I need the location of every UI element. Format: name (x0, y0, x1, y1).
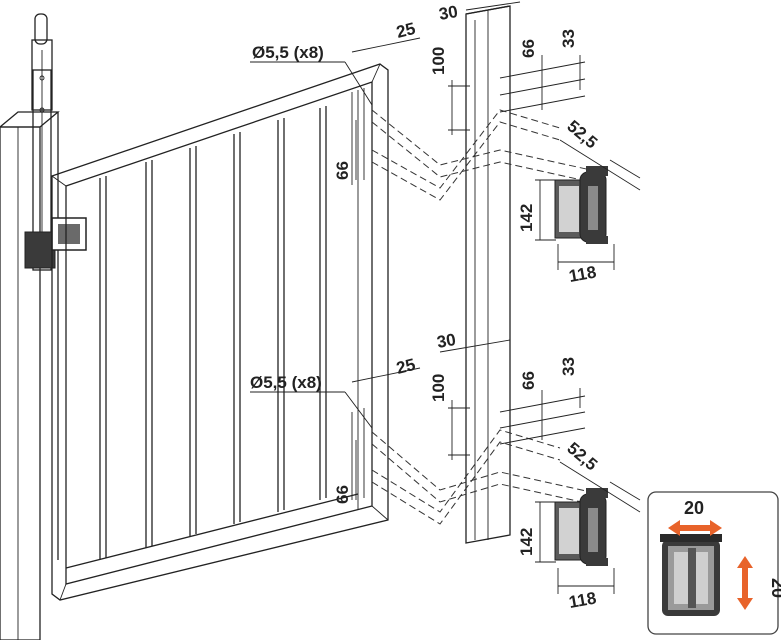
drop-bolt-latch (24, 13, 87, 271)
dim-52-5-top: 52,5 (563, 117, 601, 153)
dim-100-top: 100 (429, 47, 448, 75)
dim-118-top: 118 (567, 262, 597, 285)
dim-66-post-top: 66 (519, 39, 538, 58)
dimension-lines-bottom (250, 339, 641, 594)
dim-30-top: 30 (437, 2, 459, 24)
inset-height-label: 20 (768, 578, 781, 598)
dim-118-bottom: 118 (567, 588, 597, 611)
dim-66-post-bottom: 66 (519, 371, 538, 390)
alignment-lines-bottom (351, 408, 601, 525)
gate-bars (99, 106, 327, 560)
dim-100-bottom: 100 (429, 374, 448, 402)
vertical-adjust-arrow-icon (737, 556, 753, 610)
horizontal-adjust-arrow-icon (668, 520, 722, 536)
dim-30-bottom: 30 (435, 330, 457, 352)
dim-33-top: 33 (559, 29, 578, 48)
dimension-lines-top (250, 1, 641, 270)
dim-142-top: 142 (517, 204, 536, 232)
hole-label-bottom: Ø5,5 (x8) (250, 373, 322, 392)
inset-width-label: 20 (684, 498, 704, 518)
dim-142-bottom: 142 (517, 528, 536, 556)
adjustment-inset: 20 20 (647, 491, 781, 635)
left-post (0, 111, 60, 640)
dim-25-bottom: 25 (394, 355, 417, 378)
dim-66-gate-top: 66 (333, 161, 352, 180)
hinge-bottom (554, 488, 608, 566)
dim-52-5-bottom: 52,5 (563, 439, 601, 475)
dim-66-gate-bottom: 66 (333, 485, 352, 504)
gate-frame (51, 63, 389, 601)
alignment-lines-top (351, 88, 601, 201)
inset-hinge (660, 534, 722, 616)
hinge-top (554, 166, 608, 244)
right-post (465, 5, 511, 544)
hole-label-top: Ø5,5 (x8) (252, 43, 324, 62)
dim-33-bottom: 33 (559, 357, 578, 376)
dim-25-top: 25 (394, 19, 417, 42)
